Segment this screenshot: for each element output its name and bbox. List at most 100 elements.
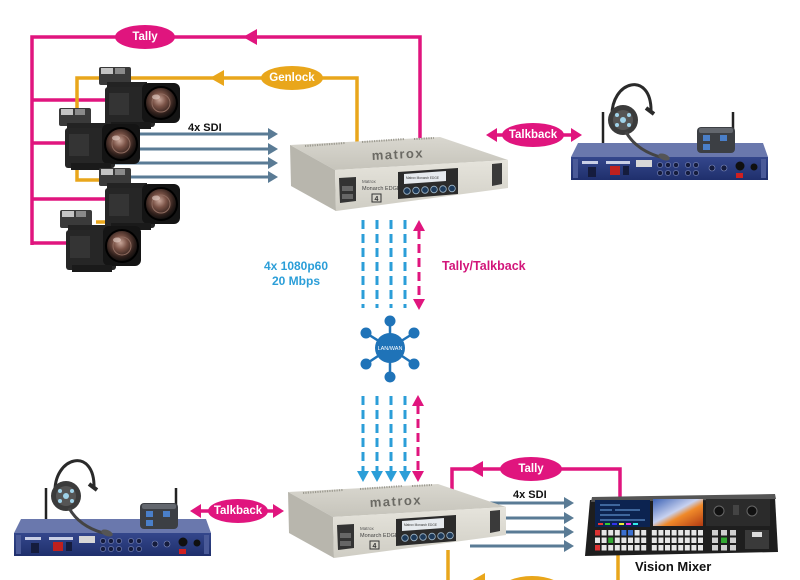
mixer-button <box>614 530 620 536</box>
lcd-text: Matrox Monarch EDGE <box>404 523 437 527</box>
arrow-left-icon <box>486 128 497 142</box>
mixer-button <box>608 537 614 543</box>
device-front-model: Monarch EDGE <box>362 186 401 192</box>
decoder-device: matrox Matrox Monarch EDGE 4 Matrox Mona… <box>288 484 506 558</box>
device-top-face <box>288 484 506 517</box>
mixer-button <box>691 545 697 551</box>
arrow-left-icon <box>472 573 485 580</box>
mixer-button <box>721 537 727 543</box>
mixer-button <box>601 537 607 543</box>
arrow-up-icon <box>413 220 425 231</box>
mixer-button <box>595 545 600 551</box>
mixer-button <box>634 545 640 551</box>
mixer-button <box>684 530 690 536</box>
mixer-button <box>691 530 697 536</box>
arrow-right-icon <box>564 526 574 538</box>
mixer-button <box>684 537 690 543</box>
tally-label-text: Tally <box>132 31 158 43</box>
arrow-right-icon <box>268 157 278 169</box>
mixer-video-screen <box>653 499 703 526</box>
mixer-button <box>721 530 727 536</box>
arrow-right-icon <box>571 128 582 142</box>
mixer-button <box>614 537 620 543</box>
device-top-face <box>290 137 508 170</box>
arrow-down-icon <box>371 471 383 482</box>
rear-port <box>490 510 500 533</box>
lcd-text: Matrox Monarch EDGE <box>406 176 439 180</box>
mixer-button <box>601 530 607 536</box>
mixer-button <box>621 530 627 536</box>
mixer-button <box>628 530 633 536</box>
mixer-button <box>621 545 627 551</box>
stream-bitrate-label: 20 Mbps <box>272 274 320 288</box>
mixer-button <box>712 537 718 543</box>
talkback-link-bottom: Talkback <box>190 499 284 523</box>
mixer-button <box>678 530 684 536</box>
lcd-screen <box>404 171 446 184</box>
talkback-label-text: Talkback <box>509 129 558 141</box>
sdi-label-bottom: 4x SDI <box>513 489 547 501</box>
arrow-left-icon <box>469 461 483 477</box>
mixer-button <box>641 537 647 543</box>
mixer-button <box>608 545 614 551</box>
mixer-button <box>665 545 670 551</box>
mixer-button <box>658 545 664 551</box>
rear-port <box>492 163 502 186</box>
stream-format-label: 4x 1080p60 <box>264 259 328 273</box>
genlock-label-top: Genlock <box>261 66 323 90</box>
mixer-button <box>684 545 690 551</box>
talkback-label-text: Talkback <box>214 505 263 517</box>
arrow-down-icon <box>412 471 424 482</box>
device-front-brand: Matrox <box>360 526 375 531</box>
mixer-button <box>601 545 607 551</box>
network-label: LAN/WAN <box>378 346 403 352</box>
arrow-right-icon <box>564 512 574 524</box>
mixer-button <box>641 545 647 551</box>
mixer-button <box>712 545 718 551</box>
tally-label-bottom: Tally <box>500 457 562 481</box>
front-buttons <box>401 531 454 542</box>
talkback-link-top: Talkback <box>486 123 582 147</box>
arrow-left-icon <box>190 504 201 518</box>
arrow-right-icon <box>268 143 278 155</box>
mixer-button <box>658 530 664 536</box>
network-hub-icon: LAN/WAN <box>360 315 420 383</box>
mixer-button-grid <box>595 530 736 551</box>
arrow-down-icon <box>385 471 397 482</box>
arrow-left-icon <box>210 70 224 86</box>
intercom-top <box>569 82 770 182</box>
arrow-right-icon <box>564 497 574 509</box>
device-left-face <box>288 492 334 558</box>
vision-mixer-label: Vision Mixer <box>635 559 711 574</box>
mixer-button <box>641 530 647 536</box>
mixer-button <box>730 530 736 536</box>
mixer-button <box>608 530 614 536</box>
arrow-down-icon <box>413 299 425 310</box>
front-buttons <box>403 184 456 195</box>
mixer-button <box>665 530 670 536</box>
arrow-up-icon <box>412 395 424 406</box>
sdi-arrows-bottom <box>470 497 574 552</box>
mixer-button <box>671 537 677 543</box>
mixer-button <box>730 537 736 543</box>
device-front-model: Monarch EDGE <box>360 533 399 539</box>
arrow-right-icon <box>273 504 284 518</box>
device-badge: 4 <box>373 543 377 550</box>
genlock-label-text: Genlock <box>269 72 315 84</box>
mixer-button <box>628 537 633 543</box>
stream-lines-bottom <box>357 395 424 482</box>
tally-label-top: Tally <box>115 25 175 49</box>
sdi-label-top: 4x SDI <box>188 122 222 134</box>
mixer-button <box>691 537 697 543</box>
mixer-button <box>671 545 677 551</box>
mixer-button <box>595 530 600 536</box>
mixer-button <box>678 537 684 543</box>
arrow-left-icon <box>243 29 257 45</box>
arrow-down-icon <box>357 471 369 482</box>
mixer-button <box>658 537 664 543</box>
intercom-bottom <box>12 458 213 558</box>
mixer-button <box>721 545 727 551</box>
tally-talkback-label: Tally/Talkback <box>442 259 526 273</box>
sdi-arrows-top <box>110 128 278 183</box>
mixer-button <box>634 530 640 536</box>
